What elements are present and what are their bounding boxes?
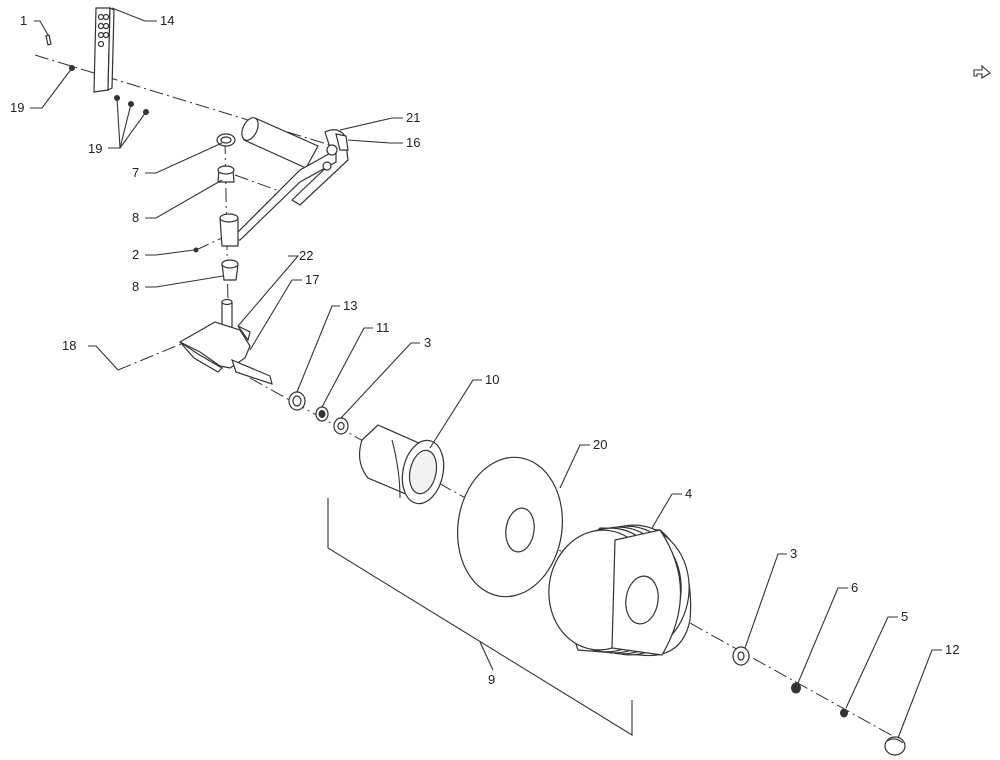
callout-8-lower: 8	[132, 279, 139, 294]
pin-axis-line	[234, 174, 283, 193]
callout-12: 12	[945, 642, 959, 657]
part-17-spindle	[178, 298, 273, 385]
part-4-tire	[548, 524, 692, 657]
callout-1: 1	[20, 13, 27, 28]
callout-3-inner: 3	[424, 335, 431, 350]
callout-18: 18	[62, 338, 76, 353]
part-10-rim	[358, 424, 445, 505]
callout-14: 14	[160, 13, 174, 28]
callout-5: 5	[901, 609, 908, 624]
part-16-arm	[228, 117, 349, 241]
part-7-washer	[216, 133, 236, 147]
part-8-bushing-lower	[221, 259, 239, 281]
part-3-washer-inner	[333, 417, 349, 435]
axis-lines	[34, 54, 901, 741]
callout-19-lower: 19	[88, 141, 102, 156]
return-arrow-icon[interactable]	[973, 64, 991, 79]
part-5-pin	[840, 708, 848, 718]
callout-17: 17	[305, 272, 319, 287]
callout-21: 21	[406, 110, 420, 125]
callout-7: 7	[132, 165, 139, 180]
callout-9: 9	[488, 672, 495, 687]
callout-2: 2	[132, 247, 139, 262]
callout-8-upper: 8	[132, 210, 139, 225]
part-13-ring	[288, 391, 306, 411]
callout-labels: 1 14 19 19 7 21 16 8 2 8 22 17 13 11 3 1…	[10, 13, 959, 687]
part-20-tube	[456, 456, 564, 598]
callout-20: 20	[593, 437, 607, 452]
part-14-plate	[93, 7, 115, 93]
part-3-washer-outer	[732, 646, 750, 666]
part-9-bracket	[327, 498, 633, 736]
callout-6: 6	[851, 580, 858, 595]
top-axis-line	[34, 54, 331, 146]
callout-13: 13	[343, 298, 357, 313]
part-2-pivot-tube	[193, 213, 239, 253]
callout-11: 11	[376, 320, 390, 335]
callout-19-left: 19	[10, 100, 24, 115]
part-11-seal	[315, 406, 329, 422]
callout-10: 10	[485, 372, 499, 387]
leader-lines	[30, 7, 942, 739]
callout-4: 4	[685, 486, 692, 501]
part-1-bolt	[45, 34, 52, 46]
callout-22: 22	[299, 248, 313, 263]
callout-16: 16	[406, 135, 420, 150]
part-6-nut	[791, 682, 801, 694]
bolt-axis-line	[117, 329, 216, 371]
part-8-bushing-upper	[217, 165, 235, 183]
callout-3-outer: 3	[790, 546, 797, 561]
part-12-cap	[884, 736, 906, 756]
